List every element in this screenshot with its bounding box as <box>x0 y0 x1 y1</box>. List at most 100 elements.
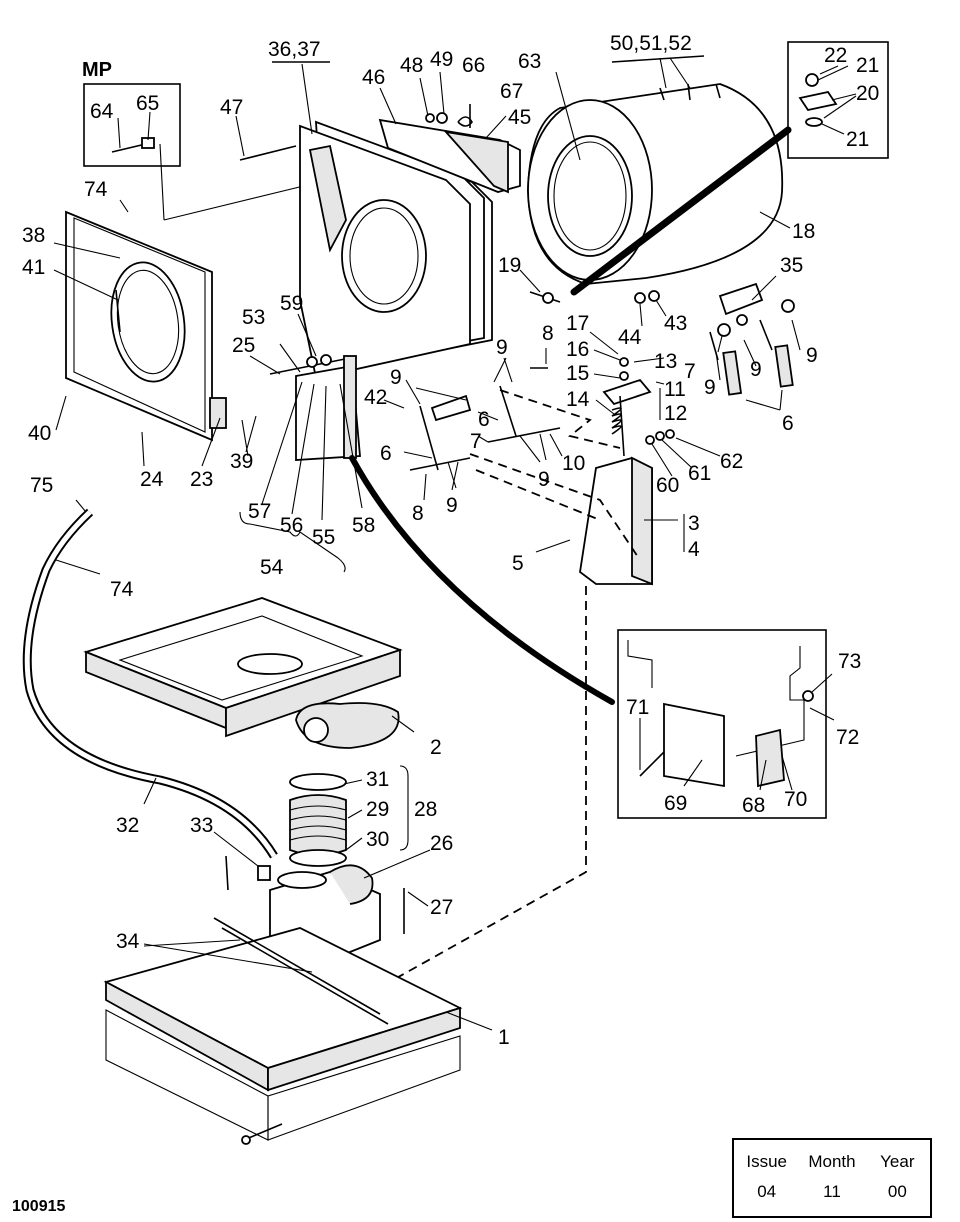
month-header: Month <box>808 1152 856 1171</box>
base-frame <box>103 917 463 1145</box>
callout-45: 45 <box>508 106 531 129</box>
bellows-assembly <box>289 773 347 867</box>
callout-59: 59 <box>280 292 303 315</box>
year-value: 00 <box>887 1182 907 1201</box>
callout-10: 10 <box>562 452 585 475</box>
callout-19: 19 <box>498 254 521 277</box>
callout-60: 60 <box>656 474 679 497</box>
callout-54: 54 <box>260 556 284 579</box>
month-value: 11 <box>823 1182 841 1201</box>
callout-8a: 8 <box>412 502 424 525</box>
callout-5: 5 <box>512 552 524 575</box>
leader-lines <box>55 55 857 1031</box>
callout-7a: 7 <box>470 430 482 453</box>
shock-absorbers <box>709 299 795 411</box>
callout-36-37: 36,37 <box>268 38 321 61</box>
callout-64: 64 <box>90 100 114 123</box>
callout-9e: 9 <box>704 376 716 399</box>
spring-assembly <box>602 357 675 457</box>
callout-11: 11 <box>664 378 686 401</box>
callout-46: 46 <box>362 66 385 89</box>
callout-24: 24 <box>140 468 164 491</box>
callout-70: 70 <box>784 788 807 811</box>
callout-47: 47 <box>220 96 243 119</box>
linkage-arms <box>409 367 561 471</box>
callout-30: 30 <box>366 828 389 851</box>
callout-17: 17 <box>566 312 589 335</box>
callout-41: 41 <box>22 256 45 279</box>
callout-49: 49 <box>430 48 453 71</box>
callout-40: 40 <box>28 422 51 445</box>
callout-39: 39 <box>230 450 253 473</box>
callout-35: 35 <box>780 254 803 277</box>
callout-56: 56 <box>280 514 303 537</box>
door-panel <box>53 210 227 442</box>
callout-21a: 21 <box>856 54 879 77</box>
figure-number: 100915 <box>12 1198 66 1215</box>
top-brackets <box>378 104 521 194</box>
callout-12: 12 <box>664 402 687 425</box>
callout-63: 63 <box>518 50 541 73</box>
callout-6a: 6 <box>380 442 392 465</box>
callout-18: 18 <box>792 220 815 243</box>
callout-26: 26 <box>430 832 453 855</box>
callout-74a: 74 <box>84 178 108 201</box>
callout-42: 42 <box>364 386 387 409</box>
mp-title: MP <box>82 59 112 81</box>
rear-panels <box>239 61 493 380</box>
callout-9d: 9 <box>446 494 458 517</box>
callout-38: 38 <box>22 224 45 247</box>
bracket-detail-box <box>617 629 827 819</box>
callout-9f: 9 <box>750 358 762 381</box>
callout-71: 71 <box>626 696 649 719</box>
callout-44: 44 <box>618 326 642 349</box>
support-post <box>579 456 653 586</box>
callout-58: 58 <box>352 514 375 537</box>
callout-32: 32 <box>116 814 139 837</box>
mp-fastener-detail <box>787 41 889 159</box>
callout-28: 28 <box>414 798 437 821</box>
callout-13: 13 <box>654 350 677 373</box>
callout-75: 75 <box>30 474 53 497</box>
issue-table-values: 04 11 00 <box>734 1182 930 1202</box>
callout-1: 1 <box>498 1026 510 1049</box>
year-header: Year <box>880 1152 915 1171</box>
callout-8b: 8 <box>542 322 554 345</box>
callout-9a: 9 <box>390 366 402 389</box>
callout-43: 43 <box>664 312 687 335</box>
drum <box>527 83 784 285</box>
callout-21b: 21 <box>846 128 869 151</box>
callout-33: 33 <box>190 814 213 837</box>
callout-31: 31 <box>366 768 389 791</box>
callout-15: 15 <box>566 362 589 385</box>
callout-62: 62 <box>720 450 743 473</box>
callout-16: 16 <box>566 338 589 361</box>
callout-22: 22 <box>824 44 847 67</box>
callout-29: 29 <box>366 798 389 821</box>
callout-68: 68 <box>742 794 765 817</box>
callout-labels: 1 2 3 4 5 6 6 6 7 7 8 8 9 9 9 9 9 9 9 10… <box>22 32 879 1049</box>
callout-25: 25 <box>232 334 255 357</box>
callout-73: 73 <box>838 650 861 673</box>
callout-55: 55 <box>312 526 335 549</box>
callout-23: 23 <box>190 468 213 491</box>
callout-65: 65 <box>136 92 159 115</box>
callout-2: 2 <box>430 736 442 759</box>
callout-67: 67 <box>500 80 523 103</box>
callout-48: 48 <box>400 54 423 77</box>
callout-6c: 6 <box>782 412 794 435</box>
callout-6b: 6 <box>478 408 490 431</box>
callout-9g: 9 <box>806 344 818 367</box>
callout-53: 53 <box>242 306 265 329</box>
callout-9b: 9 <box>496 336 508 359</box>
callout-57: 57 <box>248 500 271 523</box>
callout-34: 34 <box>116 930 140 953</box>
callout-4: 4 <box>688 538 700 561</box>
callout-66: 66 <box>462 54 485 77</box>
callout-9c: 9 <box>538 468 550 491</box>
issue-value: 04 <box>757 1182 777 1201</box>
mp-detail-box: MP <box>82 59 321 221</box>
base-tray <box>83 597 403 749</box>
callout-27: 27 <box>430 896 453 919</box>
